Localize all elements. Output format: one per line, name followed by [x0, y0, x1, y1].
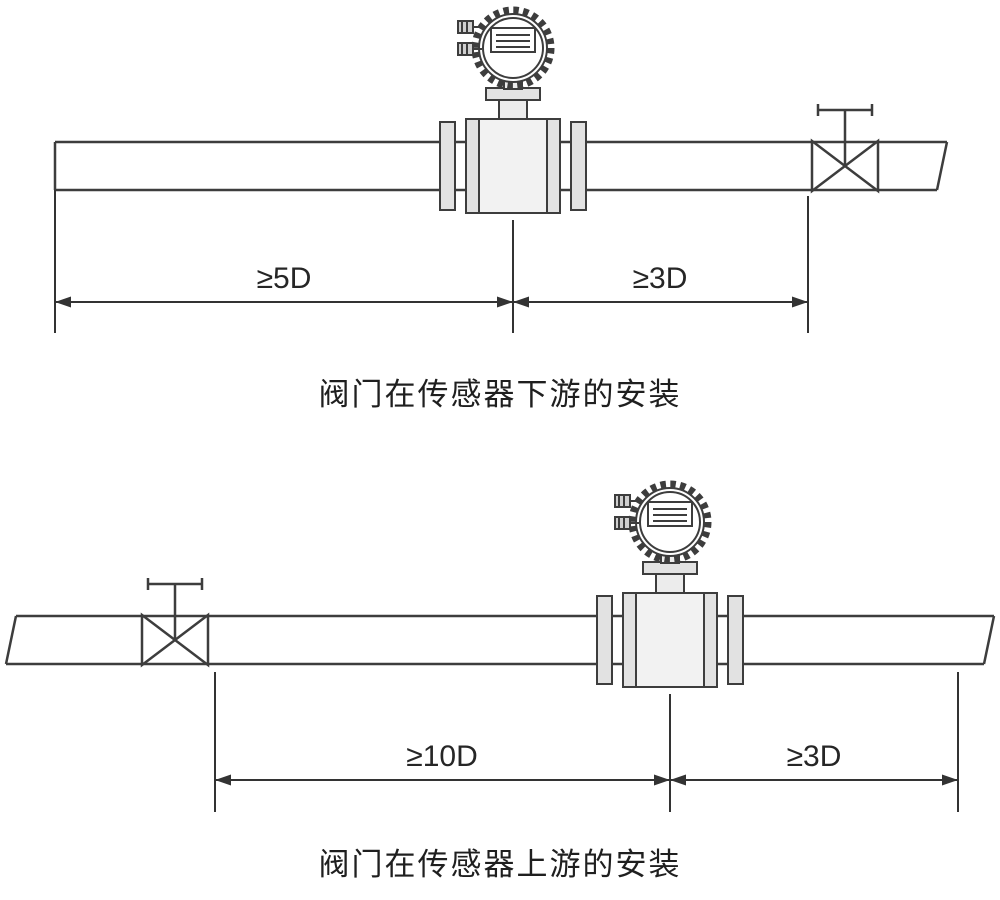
pipe-break-right — [982, 615, 996, 665]
dim-label-downstream: ≥3D — [633, 262, 688, 295]
extension-lines — [214, 672, 959, 812]
flowmeter-sensor — [597, 484, 743, 687]
pipe-break-right — [935, 141, 949, 191]
downstream-valve — [810, 102, 880, 193]
diagram-valve-downstream: ≥5D ≥3D 阀门在传感器下游的安装 — [53, 10, 949, 412]
arrowhead — [792, 296, 808, 308]
dimension-lines — [55, 296, 808, 308]
dim-label-downstream: ≥3D — [787, 740, 842, 773]
dim-label-upstream: ≥5D — [257, 262, 312, 295]
arrowhead — [670, 774, 686, 786]
extension-lines — [54, 190, 809, 333]
arrowhead — [215, 774, 231, 786]
arrowhead — [654, 774, 670, 786]
arrowhead — [55, 296, 71, 308]
arrowhead — [513, 296, 529, 308]
upstream-valve — [140, 576, 210, 667]
flowmeter-sensor — [440, 10, 586, 213]
pipe-break-left — [4, 615, 18, 665]
diagram-caption: 阀门在传感器下游的安装 — [319, 377, 682, 412]
dimension-lines — [215, 774, 958, 786]
arrowhead — [942, 774, 958, 786]
arrowhead — [497, 296, 513, 308]
pipe-run-bottom — [4, 614, 996, 666]
dim-label-upstream: ≥10D — [406, 740, 478, 773]
diagram-valve-upstream: ≥10D ≥3D 阀门在传感器上游的安装 — [4, 484, 996, 882]
diagram-caption: 阀门在传感器上游的安装 — [319, 847, 682, 882]
